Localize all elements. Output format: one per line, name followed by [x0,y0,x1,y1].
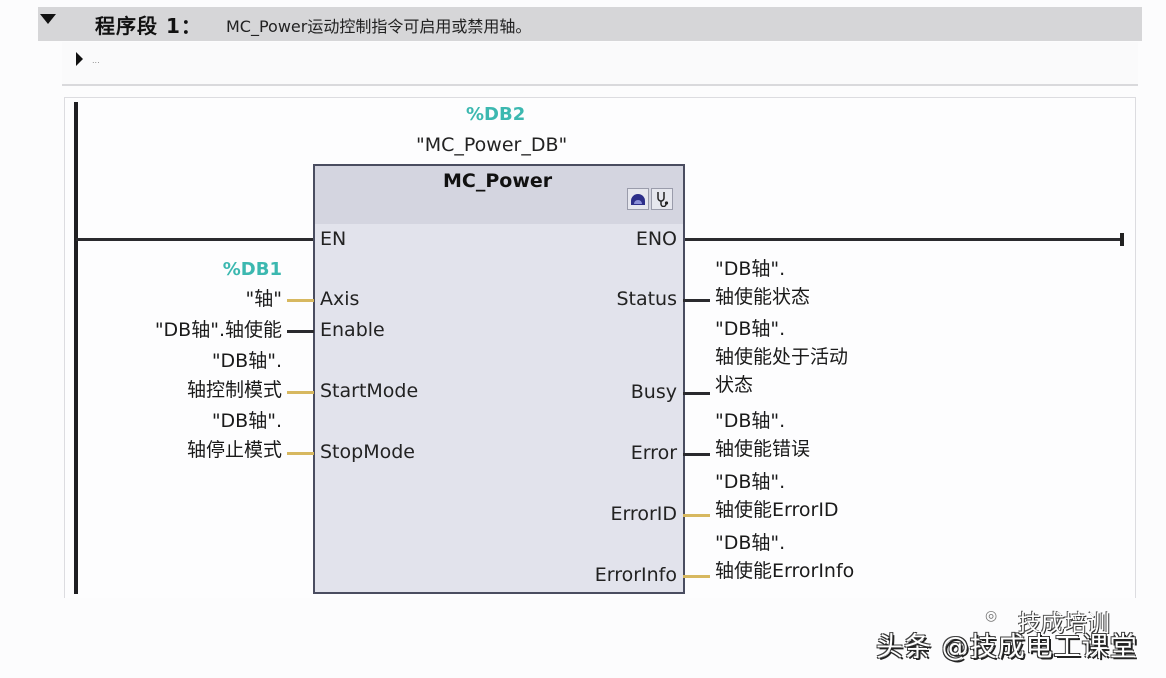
errorid-operand-line2[interactable]: 轴使能ErrorID [715,499,839,521]
watermark-logo-icon: ◎ [985,608,998,624]
startmode-operand-line1[interactable]: "DB轴". [211,350,282,372]
errorid-wire[interactable] [683,514,710,517]
pin-stopmode: StopMode [320,441,415,463]
axis-wire[interactable] [287,299,314,302]
errorinfo-operand-line2[interactable]: 轴使能ErrorInfo [715,560,855,582]
startmode-wire[interactable] [287,391,314,394]
block-header [315,166,683,224]
error-operand-line2[interactable]: 轴使能错误 [715,438,811,460]
collapse-triangle-icon[interactable] [40,14,56,24]
en-wire[interactable] [76,238,314,241]
stopmode-wire[interactable] [287,452,314,455]
status-wire[interactable] [683,299,710,302]
network-comment[interactable]: MC_Power运动控制指令可启用或禁用轴。 [226,17,532,36]
instance-db-name[interactable]: "MC_Power_DB" [416,134,568,156]
pin-en: EN [320,228,347,250]
error-operand-line1[interactable]: "DB轴". [715,410,786,432]
eno-wire[interactable] [683,238,1123,241]
expand-triangle-icon[interactable] [76,52,83,66]
pin-errorinfo: ErrorInfo [594,564,677,586]
busy-operand-line3[interactable]: 状态 [715,374,754,396]
busy-operand-line2[interactable]: 轴使能处于活动 [715,346,849,368]
stopmode-operand-line1[interactable]: "DB轴". [211,410,282,432]
pin-eno: ENO [635,228,677,250]
left-power-rail [74,102,78,594]
startmode-operand-line2[interactable]: 轴控制模式 [186,379,282,401]
network-title: 程序段 1： [95,14,202,38]
wire-end-marker [1120,233,1124,246]
pin-enable: Enable [320,319,385,341]
errorid-operand-line1[interactable]: "DB轴". [715,471,786,493]
pin-startmode: StartMode [320,380,419,402]
watermark-sub: 技成培训 [1018,611,1110,637]
enable-wire[interactable] [287,330,314,333]
errorinfo-operand-line1[interactable]: "DB轴". [715,532,786,554]
comment-row[interactable] [62,42,1138,86]
busy-wire[interactable] [683,392,710,395]
sub-comment[interactable]: ... [92,56,100,65]
axis-operand[interactable]: "轴" [245,288,282,310]
network-header[interactable] [38,7,1142,41]
status-operand-line2[interactable]: 轴使能状态 [715,286,811,308]
mc-power-block[interactable] [313,164,685,594]
pin-axis: Axis [320,288,360,310]
block-type: MC_Power [443,170,553,192]
diagnostics-stethoscope-icon[interactable] [651,188,673,210]
axis-db-tag: %DB1 [222,259,282,280]
enable-operand[interactable]: "DB轴".轴使能 [154,319,282,341]
instance-db-address: %DB2 [466,104,526,125]
block-status-icon[interactable] [627,188,649,210]
pin-errorid: ErrorID [610,503,677,525]
pin-error: Error [630,442,677,464]
pin-status: Status [616,288,677,310]
watermark: 头条 @技成电工课堂 [876,632,1138,663]
pin-busy: Busy [630,381,677,403]
errorinfo-wire[interactable] [683,575,710,578]
busy-operand-line1[interactable]: "DB轴". [715,318,786,340]
error-wire[interactable] [683,453,710,456]
stopmode-operand-line2[interactable]: 轴停止模式 [186,439,282,461]
status-operand-line1[interactable]: "DB轴". [715,258,786,280]
